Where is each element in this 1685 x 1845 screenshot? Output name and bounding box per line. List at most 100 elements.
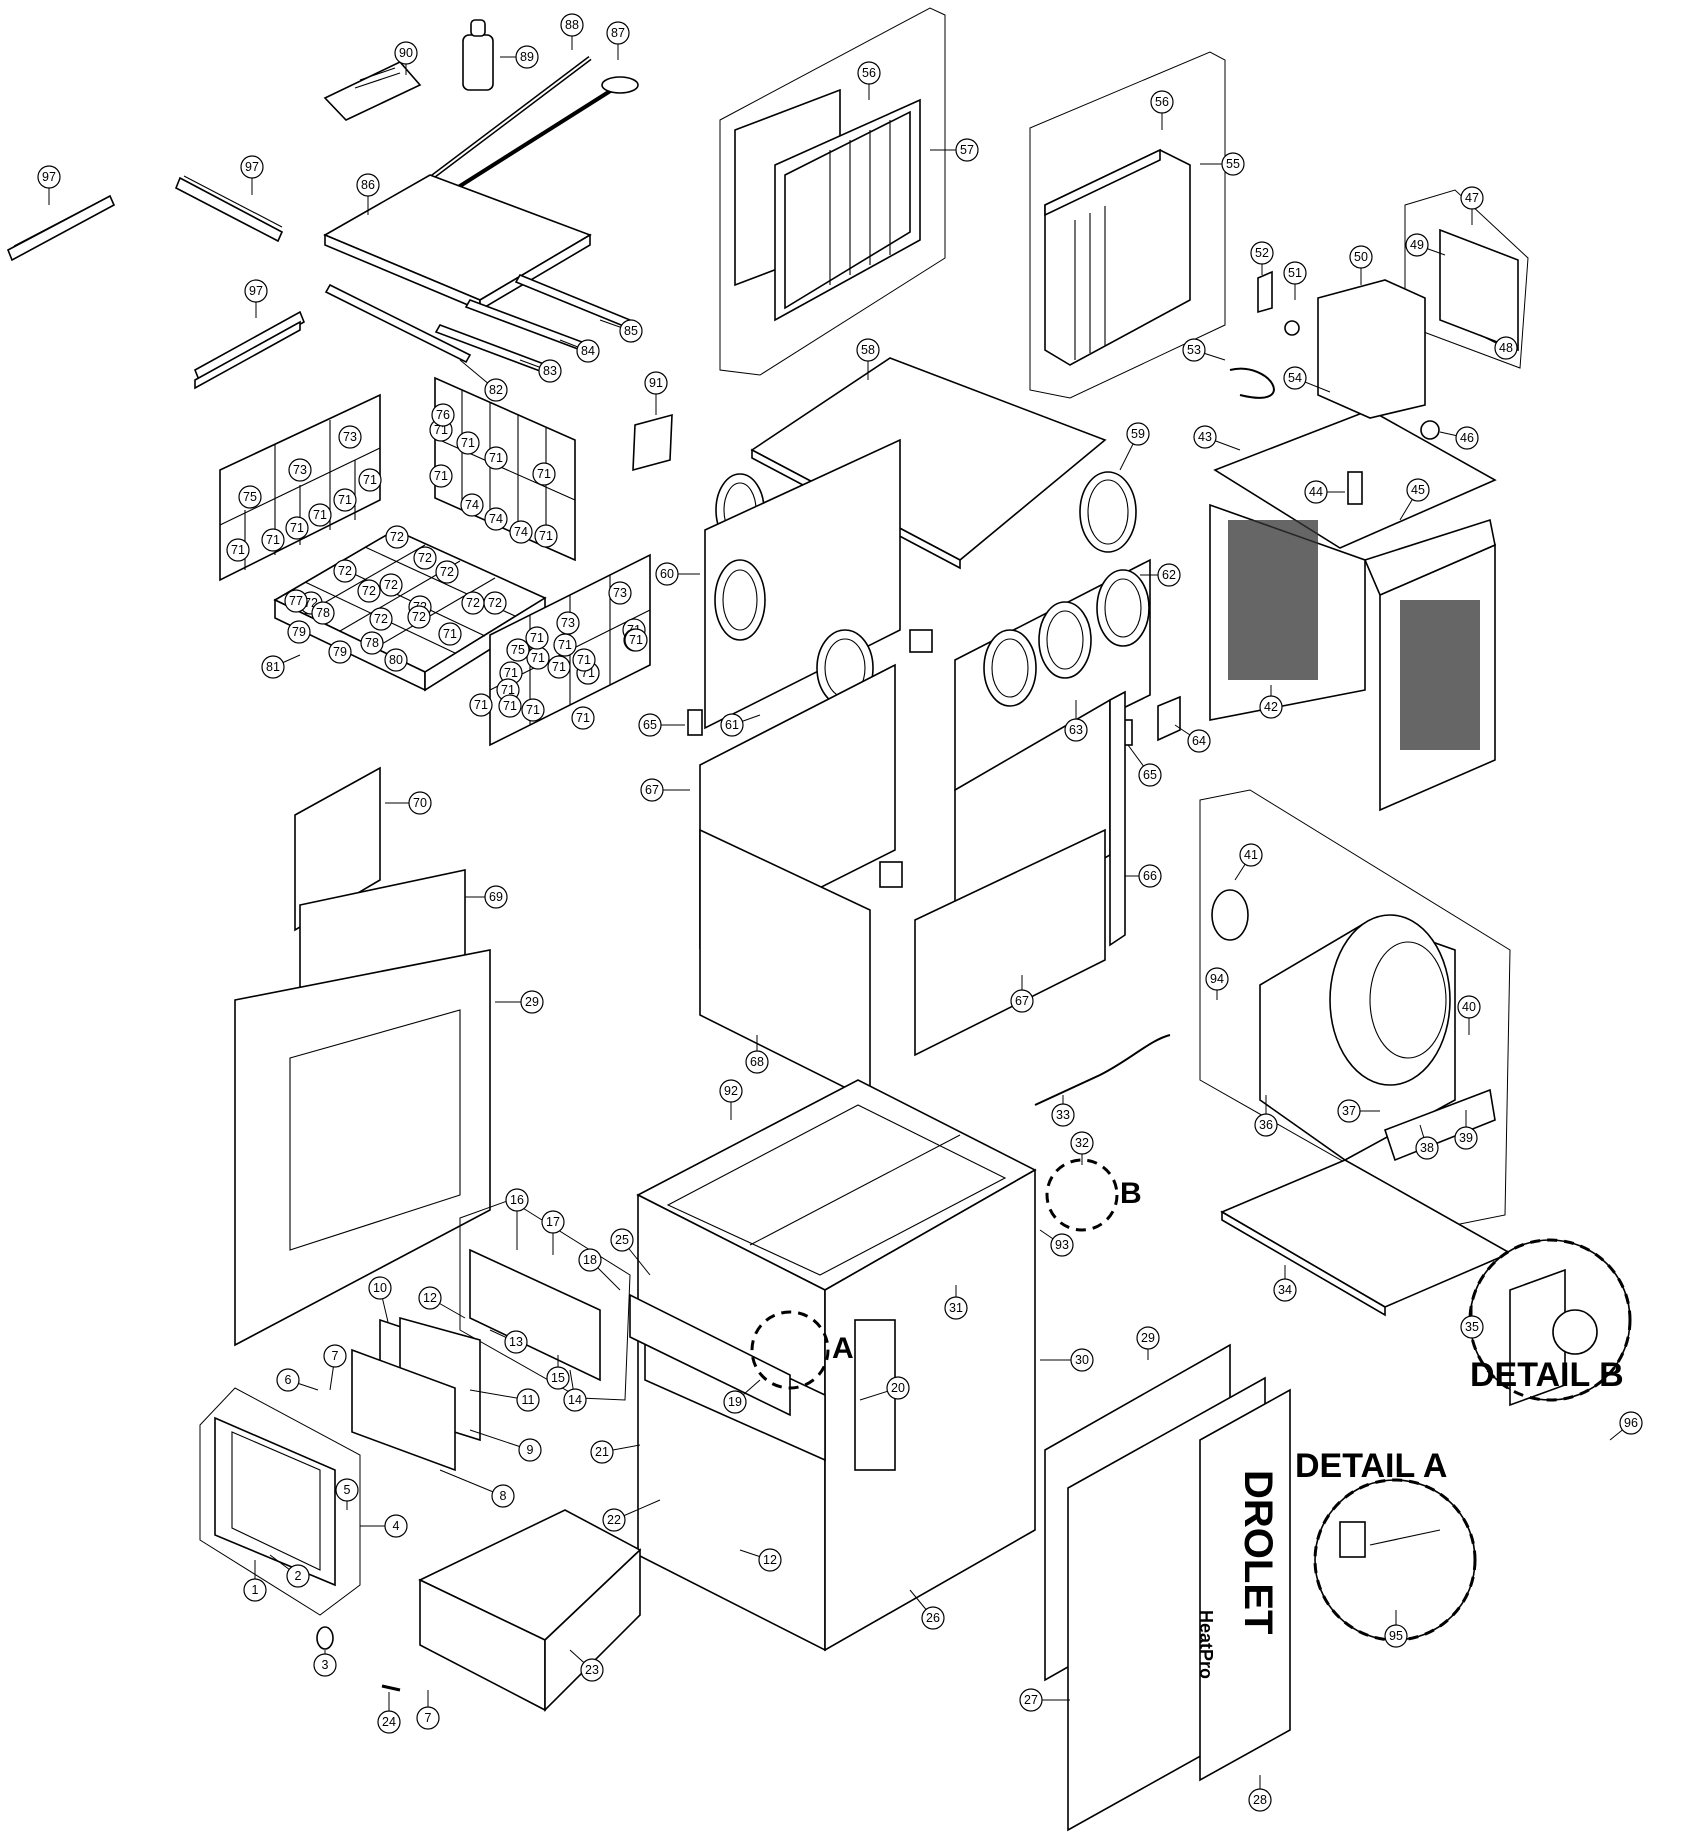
callout-balloon-11 (516, 1388, 540, 1412)
callout-balloon-35 (1460, 1315, 1484, 1339)
parts-drawing (6, 7, 1631, 1832)
callout-balloon-26 (921, 1606, 945, 1630)
callout-label-93: 93 (1055, 1238, 1069, 1252)
air-tube-82 (324, 283, 472, 364)
side-rail-97c (193, 310, 306, 390)
callout-balloon-71 (624, 628, 648, 652)
callout-balloon-71 (572, 648, 596, 672)
callout-balloon-13 (504, 1330, 528, 1354)
callout-balloon-66 (1138, 864, 1162, 888)
callout-balloon-81 (261, 655, 285, 679)
callout-label-73: 73 (613, 586, 627, 600)
callout-label-71: 71 (504, 666, 518, 680)
callout-label-83: 83 (543, 364, 557, 378)
brand-panel-28 (1199, 1388, 1291, 1782)
callout-balloon-3 (313, 1653, 337, 1677)
bracket-44 (1347, 471, 1363, 505)
callout-balloon-30 (1070, 1348, 1094, 1372)
main-cabinet-92 (636, 1079, 1037, 1652)
callout-label-22: 22 (607, 1513, 621, 1527)
callout-label-23: 23 (585, 1663, 599, 1677)
callout-balloon-71 (532, 462, 556, 486)
callout-label-49: 49 (1410, 238, 1424, 252)
detail-a-title: DETAIL A (1295, 1447, 1447, 1485)
callout-label-67: 67 (645, 783, 659, 797)
callout-balloon-44 (1304, 480, 1328, 504)
callout-label-33: 33 (1056, 1108, 1070, 1122)
callout-label-71: 71 (577, 653, 591, 667)
side-panel-29-left (234, 949, 491, 1347)
callout-label-2: 2 (295, 1569, 302, 1583)
callout-label-71: 71 (338, 493, 352, 507)
callout-balloon-61 (720, 713, 744, 737)
callout-label-47: 47 (1465, 191, 1479, 205)
callout-balloon-37 (1337, 1099, 1361, 1123)
callout-balloon-58 (856, 338, 880, 362)
callout-label-72: 72 (412, 610, 426, 624)
detail-b-view (1469, 1239, 1631, 1407)
callout-label-6: 6 (285, 1373, 292, 1387)
detail-b-title: DETAIL B (1470, 1356, 1624, 1394)
callout-balloon-86 (356, 173, 380, 197)
callout-balloon-75 (506, 638, 530, 662)
paint-can-89 (462, 19, 494, 91)
callout-label-18: 18 (583, 1253, 597, 1267)
callout-balloon-72 (413, 546, 437, 570)
callout-label-87: 87 (611, 26, 625, 40)
callout-balloon-97 (37, 165, 61, 189)
bracket-65a (687, 709, 703, 736)
callout-balloon-29 (1136, 1326, 1160, 1350)
callout-label-19: 19 (728, 1395, 742, 1409)
sensor-wire-33 (1034, 1034, 1171, 1106)
callout-balloon-20 (886, 1376, 910, 1400)
callout-label-17: 17 (546, 1215, 560, 1229)
callout-label-75: 75 (243, 490, 257, 504)
callout-label-42: 42 (1264, 700, 1278, 714)
callout-label-71: 71 (313, 508, 327, 522)
callout-label-44: 44 (1309, 485, 1323, 499)
callout-balloon-80 (384, 648, 408, 672)
callout-label-14: 14 (568, 1393, 582, 1407)
callout-balloon-71 (226, 538, 250, 562)
duct-collar-59 (1079, 471, 1137, 553)
callout-label-52: 52 (1255, 246, 1269, 260)
callout-balloon-71 (525, 626, 549, 650)
callout-balloon-71 (484, 446, 508, 470)
callout-balloon-52 (1250, 241, 1274, 265)
callout-label-71: 71 (531, 651, 545, 665)
callout-balloon-71 (429, 464, 453, 488)
callout-label-88: 88 (565, 18, 579, 32)
callout-label-71: 71 (576, 711, 590, 725)
control-assembly-47 (1229, 189, 1529, 440)
callout-label-12: 12 (423, 1291, 437, 1305)
detail-a-marker: A (832, 1332, 854, 1365)
detail-b-marker: B (1120, 1177, 1142, 1210)
callout-balloon-68 (745, 1050, 769, 1074)
callout-label-13: 13 (509, 1335, 523, 1349)
callout-label-79: 79 (292, 625, 306, 639)
callout-label-30: 30 (1075, 1353, 1089, 1367)
callout-balloon-42 (1259, 695, 1283, 719)
callout-label-43: 43 (1198, 430, 1212, 444)
detail-b-marker-circle (1045, 1158, 1119, 1232)
callout-balloon-93 (1050, 1233, 1074, 1257)
callout-balloon-72 (333, 559, 357, 583)
drawer-handle-24 (381, 1684, 401, 1692)
callout-balloon-5 (335, 1478, 359, 1502)
callout-label-72: 72 (488, 596, 502, 610)
callout-label-71: 71 (503, 699, 517, 713)
callout-label-53: 53 (1187, 343, 1201, 357)
callout-balloon-7 (323, 1344, 347, 1368)
callout-balloon-47 (1460, 186, 1484, 210)
callout-balloon-89 (515, 45, 539, 69)
callout-label-3: 3 (322, 1658, 329, 1672)
callout-balloon-72 (357, 579, 381, 603)
poker-88 (413, 56, 592, 192)
callout-balloon-73 (288, 458, 312, 482)
callout-label-97: 97 (42, 170, 56, 184)
callout-label-71: 71 (526, 703, 540, 717)
callout-label-20: 20 (891, 1381, 905, 1395)
callout-label-66: 66 (1143, 869, 1157, 883)
callout-label-72: 72 (390, 530, 404, 544)
callout-label-4: 4 (393, 1519, 400, 1533)
